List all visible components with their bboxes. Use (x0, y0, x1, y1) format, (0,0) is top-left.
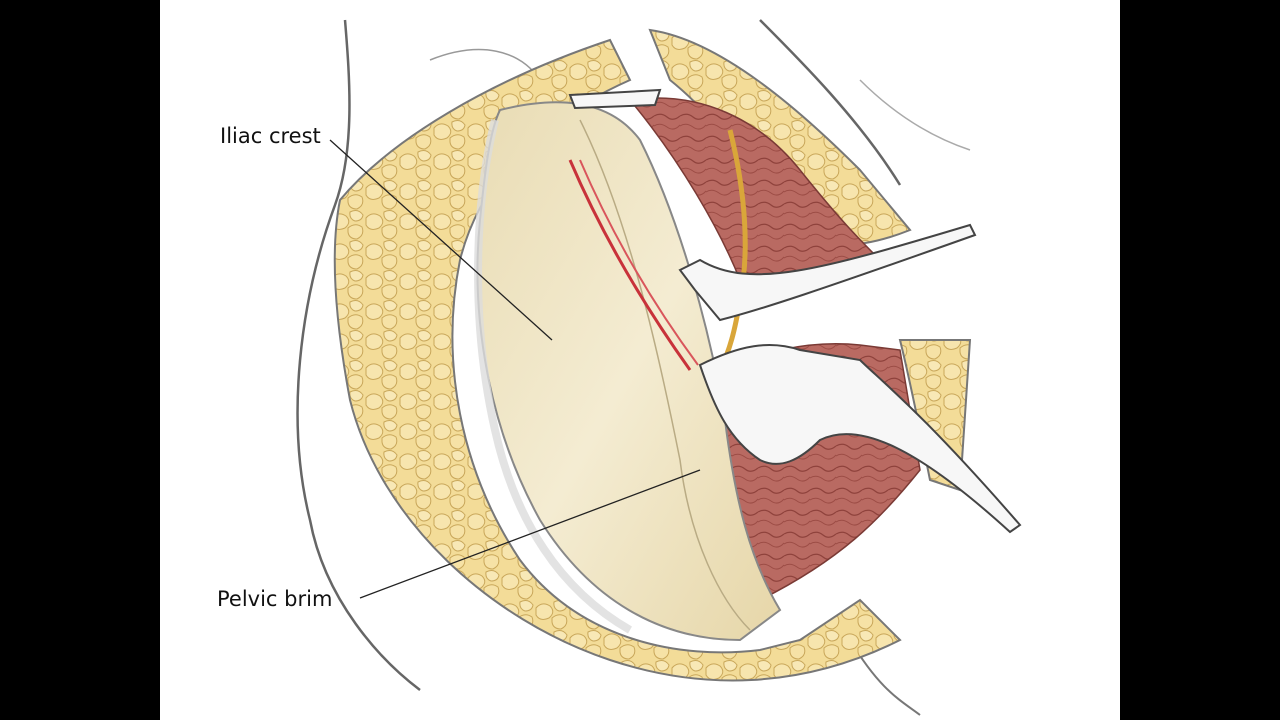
label-pelvic-brim: Pelvic brim (217, 587, 333, 611)
body-contour-left (296, 19, 421, 691)
subcutaneous-fat-left (333, 38, 902, 682)
body-contour-right (759, 19, 902, 186)
retractor-lower (698, 344, 1022, 534)
periosteum-edge (474, 119, 632, 634)
iliac-crest-leader-line (329, 139, 553, 341)
pelvic-brim-leader-line (359, 469, 701, 599)
iliac-vessel (568, 159, 692, 371)
surgical-exposure-illustration (296, 19, 1022, 716)
label-iliac-crest: Iliac crest (220, 124, 321, 148)
retractor-top (568, 88, 662, 110)
iliacus-muscle-upper (628, 97, 882, 281)
background-skin-line-2 (859, 79, 971, 151)
iliac-vessel-2 (579, 159, 699, 366)
retractor-upper (678, 223, 977, 322)
illustration-canvas: Iliac crest Pelvic brim (160, 0, 1120, 720)
bone-ridge-line (579, 119, 751, 631)
